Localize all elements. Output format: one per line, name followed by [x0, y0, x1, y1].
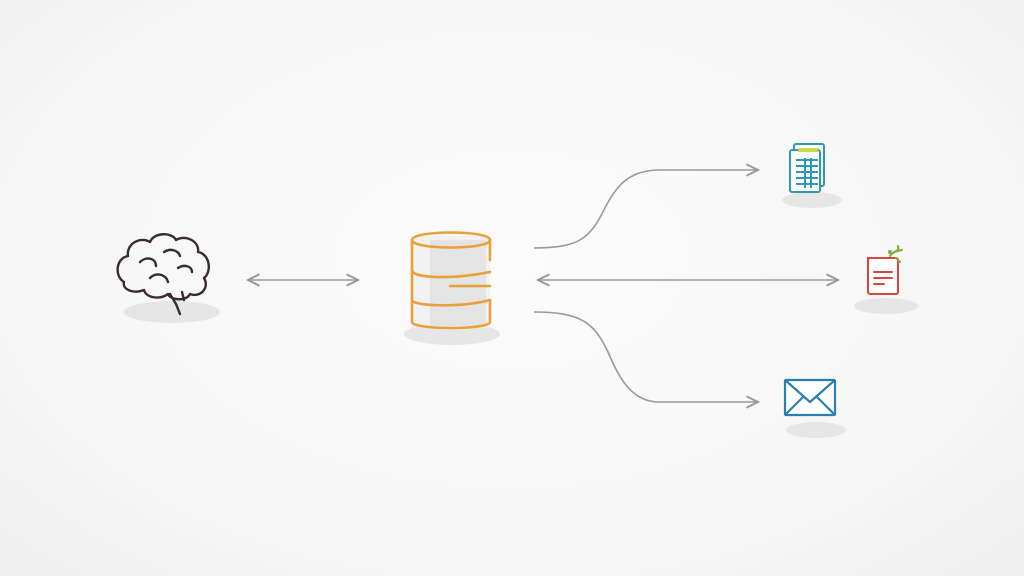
arrow-database-spreadsheet: [533, 170, 758, 249]
email-shadow: [786, 422, 846, 438]
document-icon: [867, 245, 903, 295]
document-shadow: [854, 298, 918, 314]
envelope-icon: [783, 378, 837, 417]
spreadsheet-node: [782, 143, 842, 208]
document-node: [854, 245, 918, 314]
spreadsheet-shadow: [782, 192, 842, 208]
email-node: [783, 378, 846, 438]
brain-shadow: [124, 301, 220, 323]
arrow-database-email: [533, 311, 758, 402]
connections: [248, 170, 838, 402]
database-node: [404, 231, 500, 345]
spreadsheet-icon: [789, 143, 825, 193]
database-icon: [410, 231, 492, 330]
brain-icon: [116, 233, 210, 316]
brain-node: [116, 233, 220, 323]
database-shadow: [404, 323, 500, 345]
